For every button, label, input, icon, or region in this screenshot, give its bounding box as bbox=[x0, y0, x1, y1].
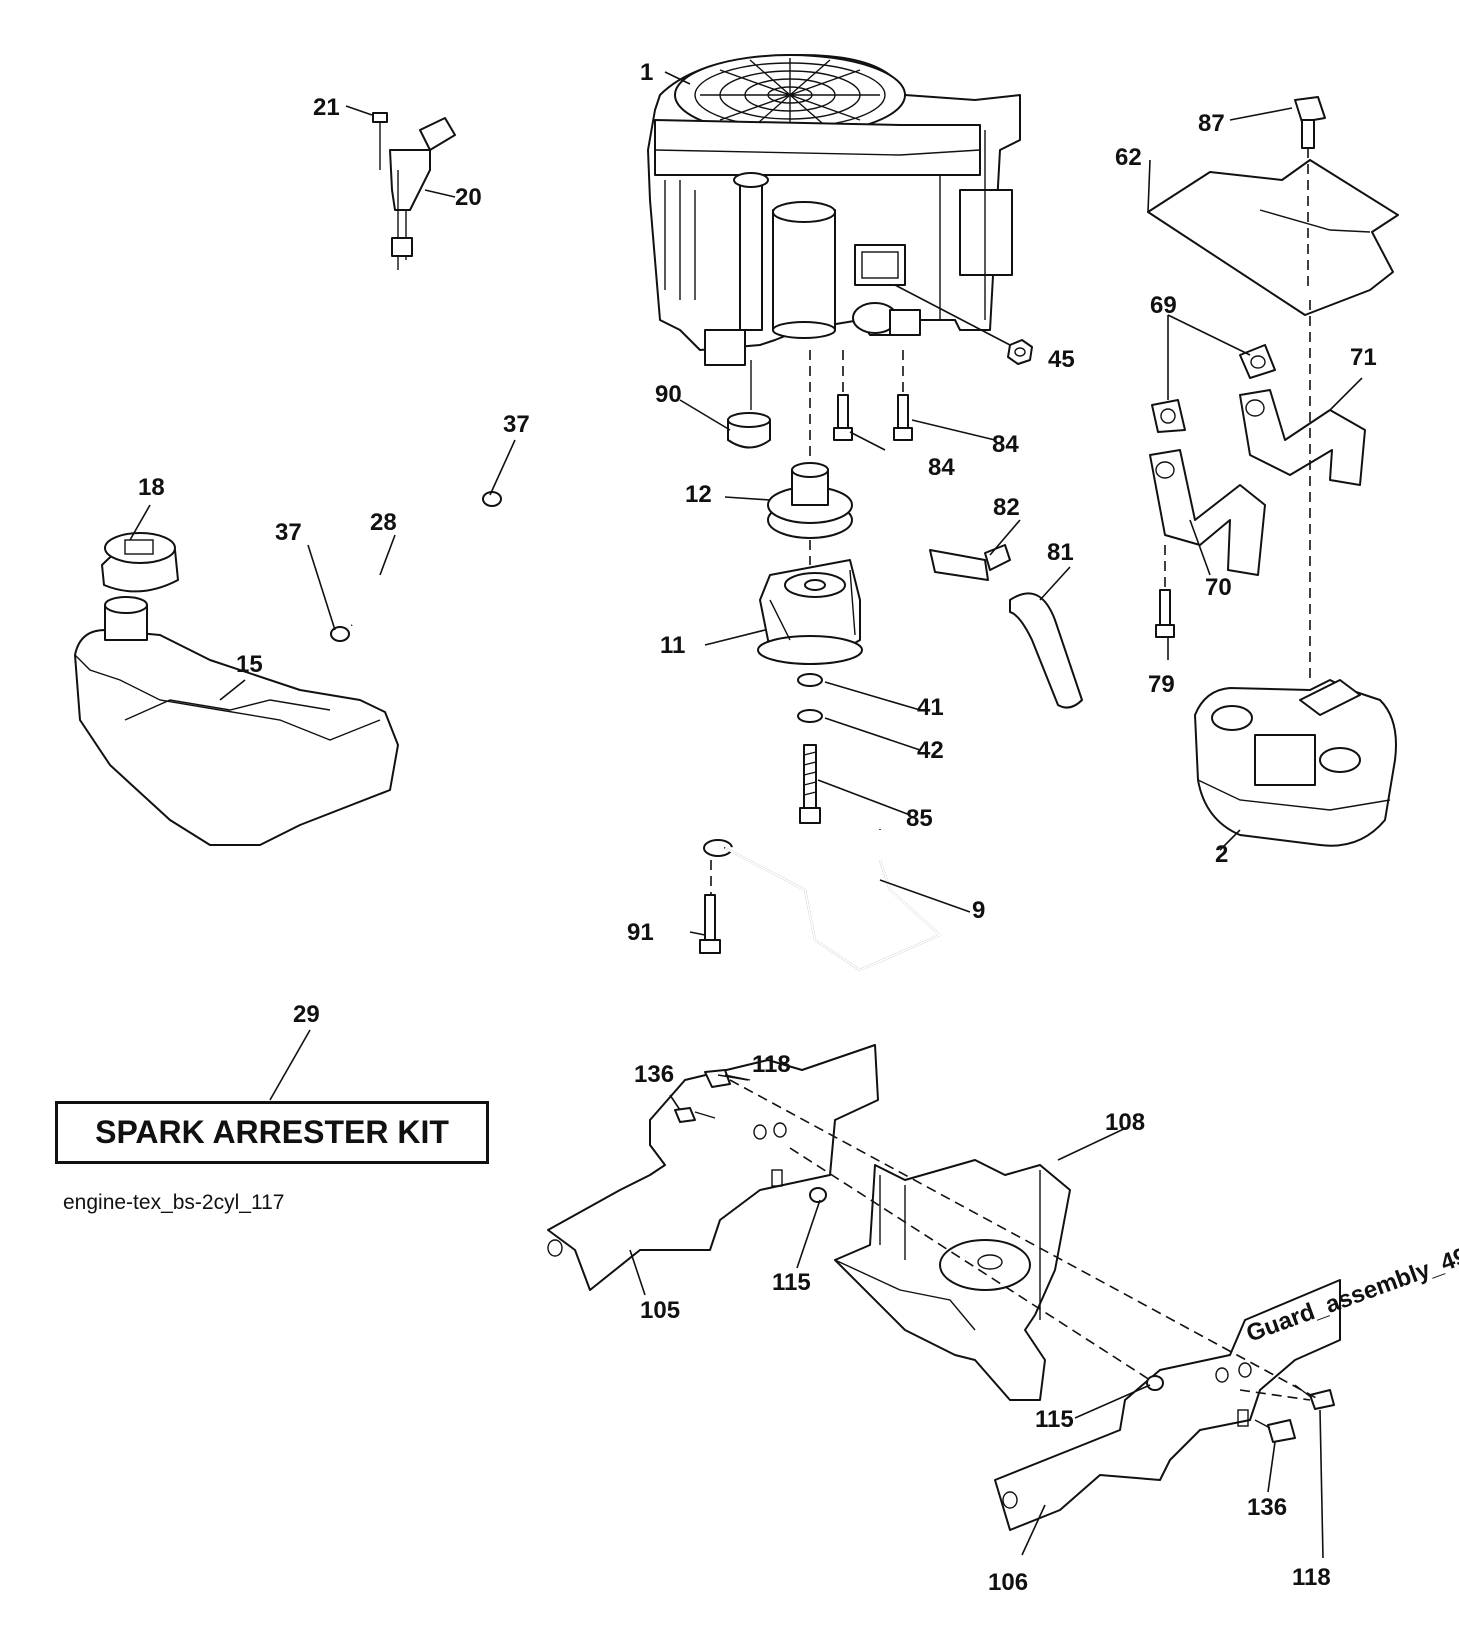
callout-84-b: 84 bbox=[928, 454, 955, 481]
callout-85: 85 bbox=[906, 805, 933, 832]
callout-81: 81 bbox=[1047, 539, 1074, 566]
right-guard-panel-drawing: Guard_assembly_49_n bbox=[994, 1233, 1459, 1531]
pulley-drawing bbox=[767, 350, 853, 539]
fuel-tank-drawing bbox=[74, 532, 399, 846]
callout-108: 108 bbox=[1105, 1109, 1145, 1136]
callout-69: 69 bbox=[1150, 292, 1177, 319]
callout-45: 45 bbox=[1048, 346, 1075, 373]
fuel-line-drawing bbox=[330, 491, 502, 642]
callout-29-kit: 29 bbox=[293, 1001, 320, 1028]
exhaust-pipes-drawing bbox=[1149, 300, 1366, 680]
spacer-bolts-drawing bbox=[727, 350, 913, 449]
muffler-drawing bbox=[1194, 679, 1397, 847]
callout-136-a: 136 bbox=[634, 1061, 674, 1088]
callout-115-a: 115 bbox=[772, 1269, 811, 1296]
diagram-id: engine-tex_bs-2cyl_117 bbox=[63, 1191, 285, 1214]
callout-9: 9 bbox=[972, 897, 985, 924]
washers-bolt-drawing bbox=[797, 673, 823, 824]
bracket-drawing bbox=[699, 829, 942, 972]
callout-11: 11 bbox=[660, 632, 685, 659]
nut-drawing bbox=[894, 284, 1033, 365]
callout-87: 87 bbox=[1198, 110, 1225, 137]
callout-2: 2 bbox=[1215, 841, 1228, 868]
callout-18: 18 bbox=[138, 474, 165, 501]
callout-105: 105 bbox=[640, 1297, 680, 1324]
callout-79: 79 bbox=[1148, 671, 1175, 698]
left-guard-panel-drawing bbox=[547, 1044, 879, 1291]
electric-clutch-drawing bbox=[757, 540, 863, 665]
callout-37-b: 37 bbox=[275, 519, 302, 546]
guard-assembly-tag: Guard_assembly_49_n bbox=[1243, 1233, 1459, 1348]
callout-28: 28 bbox=[370, 509, 397, 536]
leader-lines bbox=[129, 71, 1363, 1559]
callout-labels: 1 21 20 87 62 69 71 45 90 37 84 84 18 12… bbox=[138, 59, 1377, 1596]
callout-15: 15 bbox=[236, 651, 263, 678]
callout-82: 82 bbox=[993, 494, 1020, 521]
callout-42: 42 bbox=[917, 737, 944, 764]
throttle-control-drawing bbox=[372, 112, 456, 270]
callout-71: 71 bbox=[1350, 344, 1377, 371]
engine-drawing bbox=[647, 54, 1021, 366]
callout-91: 90 bbox=[655, 381, 682, 408]
spark-arrester-kit-box: SPARK ARRESTER KIT bbox=[55, 1101, 489, 1164]
callout-106: 106 bbox=[988, 1569, 1028, 1596]
assembly-lines bbox=[729, 1079, 1321, 1401]
callout-70: 70 bbox=[1205, 574, 1232, 601]
fuel-filter-hose-drawing bbox=[929, 544, 1083, 709]
callout-37-a: 37 bbox=[503, 411, 530, 438]
callout-12: 12 bbox=[685, 481, 712, 508]
callout-115-b: 115 bbox=[1035, 1406, 1074, 1433]
callout-41: 41 bbox=[917, 694, 944, 721]
callout-136-b: 136 bbox=[1247, 1494, 1287, 1521]
callout-21: 21 bbox=[313, 94, 340, 121]
callout-62: 62 bbox=[1115, 144, 1142, 171]
center-guard-drawing bbox=[834, 1159, 1071, 1401]
callout-118-b: 118 bbox=[1292, 1564, 1331, 1591]
callout-84-a: 84 bbox=[992, 431, 1019, 458]
callout-1: 1 bbox=[640, 59, 653, 86]
heat-shield-drawing bbox=[1147, 96, 1399, 316]
callout-118-a: 118 bbox=[752, 1051, 791, 1078]
callout-90: 91 bbox=[627, 919, 654, 946]
callout-20: 20 bbox=[455, 184, 482, 211]
